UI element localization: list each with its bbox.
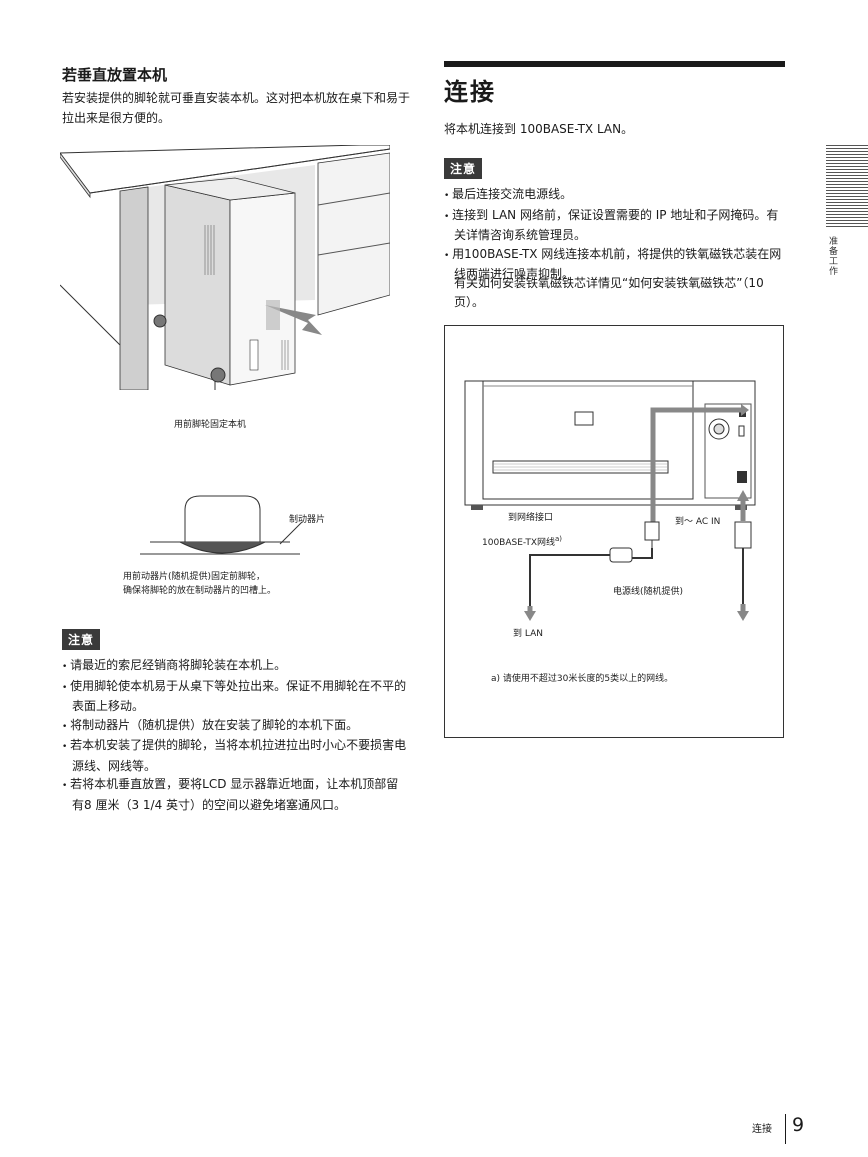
left-notes-list: 请最近的索尼经销商将脚轮装在本机上。 使用脚轮使本机易于从桌下等处拉出来。保证不… — [62, 656, 407, 814]
side-tab-stripes — [826, 145, 868, 229]
label-cable-text: 100BASE-TX网线 — [482, 538, 555, 548]
footer-section: 连接 — [752, 1124, 772, 1135]
right-heading: 连接 — [444, 78, 496, 106]
left-note-badge: 注意 — [62, 629, 101, 650]
fig1-caption: 用前脚轮固定本机 — [174, 420, 247, 430]
label-to-lan: 到 LAN — [513, 629, 543, 639]
right-intro: 将本机连接到 100BASE-TX LAN。 — [444, 122, 634, 136]
label-cable-sup: a) — [555, 535, 563, 543]
section-rule — [444, 61, 785, 67]
list-item: 连接到 LAN 网络前，保证设置需要的 IP 地址和子网掩码。有关详情咨询系统管… — [444, 206, 786, 245]
label-cable: 100BASE-TX网线a) — [482, 535, 562, 548]
page-number: 9 — [792, 1114, 805, 1136]
label-power-cord: 电源线(随机提供) — [613, 587, 684, 597]
note-label: 注意 — [444, 158, 483, 179]
list-item: 若将本机垂直放置，要将LCD 显示器靠近地面，让本机顶部留有8 厘米（3 1/4… — [62, 775, 407, 814]
fig2-caption-line2: 确保将脚轮的放在制动器片的凹槽上。 — [123, 586, 277, 596]
left-heading: 若垂直放置本机 — [62, 66, 168, 84]
left-intro: 若安装提供的脚轮就可垂直安装本机。这对把本机放在桌下和易于拉出来是很方便的。 — [62, 91, 411, 125]
side-tab-label: 准备工作 — [827, 236, 837, 276]
list-item: 若本机安装了提供的脚轮，当将本机拉进拉出时小心不要损害电源线、网线等。 — [62, 736, 407, 775]
connection-diagram: 到网络接口 到～ AC IN 100BASE-TX网线a) 电源线(随机提供) … — [444, 325, 784, 738]
footer-divider — [785, 1114, 786, 1144]
right-note-extra: 有关如何安装铁氧磁铁芯详情见“如何安装铁氧磁铁芯”（10 页）。 — [454, 276, 764, 309]
right-note-badge: 注意 — [444, 158, 483, 179]
list-item: 用100BASE-TX 网线连接本机前，将提供的铁氧磁铁芯装在网线两端进行噪声抑… — [444, 245, 786, 284]
label-ac-in: 到～ AC IN — [675, 517, 721, 527]
fig2-label: 制动器片 — [289, 515, 326, 525]
right-notes-list: 最后连接交流电源线。 连接到 LAN 网络前，保证设置需要的 IP 地址和子网掩… — [444, 185, 786, 284]
list-item: 使用脚轮使本机易于从桌下等处拉出来。保证不用脚轮在不平的表面上移动。 — [62, 677, 407, 716]
list-item: 最后连接交流电源线。 — [444, 185, 786, 206]
list-item: 请最近的索尼经销商将脚轮装在本机上。 — [62, 656, 407, 677]
list-item: 将制动器片（随机提供）放在安装了脚轮的本机下面。 — [62, 716, 407, 737]
label-network-port: 到网络接口 — [508, 513, 554, 523]
connection-svg — [464, 380, 756, 621]
diagram-footnote: a) 请使用不超过30米长度的5类以上的网线。 — [491, 674, 674, 684]
desk-illustration — [60, 145, 390, 390]
fig2-caption: 用前动器片(随机提供)固定前脚轮， 确保将脚轮的放在制动器片的凹槽上。 — [123, 570, 276, 598]
note-label: 注意 — [62, 629, 101, 650]
stopper-illustration — [140, 495, 303, 555]
fig2-caption-line1: 用前动器片(随机提供)固定前脚轮， — [123, 572, 266, 582]
